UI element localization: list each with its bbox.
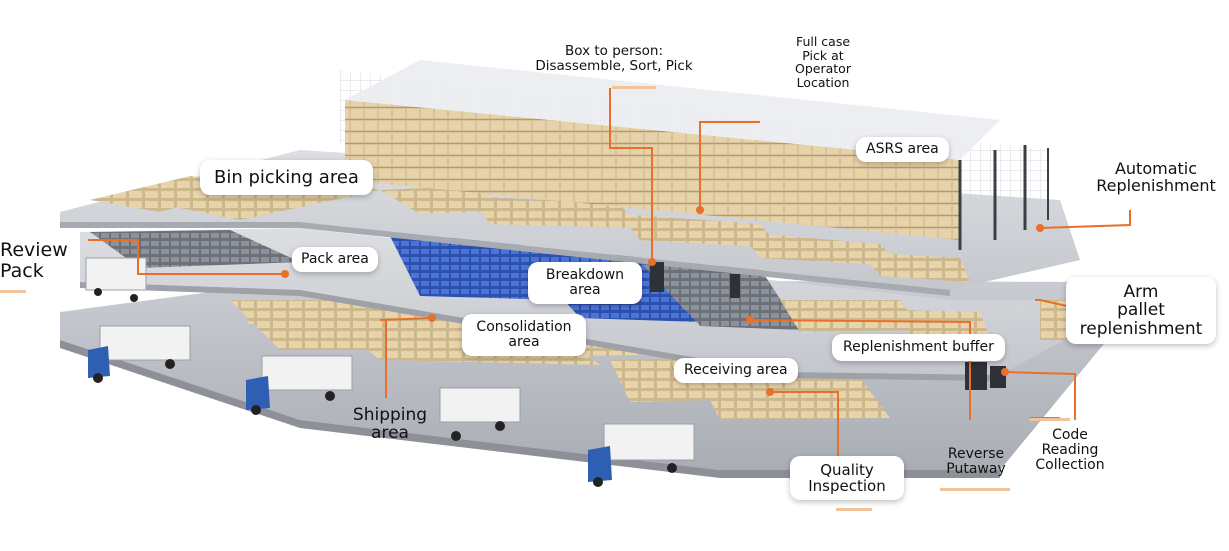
dot-box-to-person (648, 258, 656, 266)
dot-auto-replenishment (1036, 224, 1044, 232)
label-replenishment-buffer: Replenishment buffer (832, 334, 1005, 362)
dot-reverse-putaway (746, 316, 754, 324)
dot-receiving (766, 388, 774, 396)
label-box-to-person: Box to person: Disassemble, Sort, Pick (535, 43, 693, 74)
dot-full-case (696, 206, 704, 214)
label-pack-area: Pack area (292, 247, 378, 273)
label-bin-picking-area: Bin picking area (200, 160, 373, 196)
dot-pack (281, 270, 289, 278)
label-shipping-area: Shipping area (352, 405, 428, 444)
truck-4 (588, 423, 695, 487)
label-full-case: Full case Pick at Operator Location (795, 34, 851, 90)
label-automatic-replenishment: Automatic Replenishment (1096, 159, 1216, 196)
label-receiving-area: Receiving area (674, 358, 798, 384)
truck-2 (246, 355, 353, 415)
truck-1 (88, 325, 191, 383)
label-review-pack: Review Pack (0, 239, 68, 282)
truck-left (85, 257, 147, 302)
label-code-reading-collection: Code Reading Collection (1035, 427, 1105, 474)
label-reverse-putaway: Reverse Putaway (946, 446, 1006, 478)
leader-dots (281, 206, 1044, 396)
label-consolidation-area: Consolidation area (462, 314, 586, 357)
label-breakdown-area: Breakdown area (528, 262, 642, 305)
label-asrs-area: ASRS area (856, 137, 949, 163)
label-arm-pallet-replenishment: Arm pallet replenishment (1066, 277, 1216, 345)
leader-lines (88, 88, 1131, 456)
dot-consolidation (428, 314, 436, 322)
dot-code-reading (1001, 368, 1009, 376)
truck-3 (439, 387, 521, 441)
label-quality-inspection: Quality Inspection (790, 456, 904, 501)
